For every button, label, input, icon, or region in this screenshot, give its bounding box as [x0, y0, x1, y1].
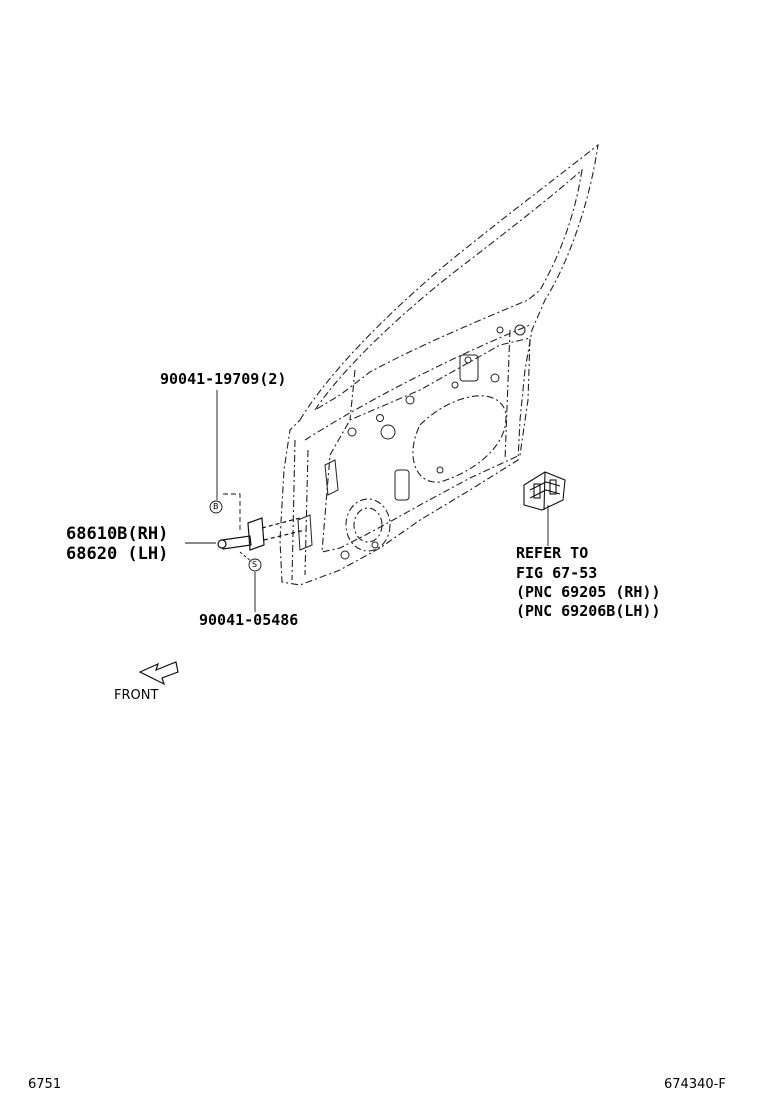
screw-callout-letter: S — [252, 560, 258, 569]
front-label: FRONT — [114, 688, 159, 703]
screw-part-number[interactable]: 90041-05486 — [199, 611, 299, 629]
refer-note-fig-link[interactable]: FIG 67-53 — [516, 564, 598, 582]
handle-reference-part — [523, 471, 566, 511]
refer-note-pnc-lh[interactable]: (PNC 69206B(LH)) — [516, 602, 661, 620]
refer-note-pnc-rh[interactable]: (PNC 69205 (RH)) — [516, 583, 661, 601]
refer-note-line1: REFER TO — [516, 544, 589, 562]
speaker-hole — [345, 498, 391, 552]
illustration-id: 674340-F — [664, 1077, 726, 1092]
window-inner-frame — [314, 168, 583, 411]
belt-line — [304, 324, 531, 441]
door-check-rh-part-number[interactable]: 68610B(RH) — [66, 524, 169, 544]
inner-panel — [321, 337, 531, 553]
bolt-callout — [209, 500, 223, 514]
door-check-lh-part-number[interactable]: 68620 (LH) — [66, 544, 169, 564]
bolt-part-number[interactable]: 90041-19709(2) — [160, 370, 287, 388]
service-hole — [412, 395, 507, 483]
figure-number: 6751 — [28, 1077, 62, 1092]
door-check-assembly — [217, 517, 306, 551]
bolt-callout-letter: B — [213, 502, 219, 511]
door-outer-frame — [279, 143, 599, 586]
front-arrow-icon — [138, 661, 179, 686]
screw-callout — [248, 558, 262, 572]
